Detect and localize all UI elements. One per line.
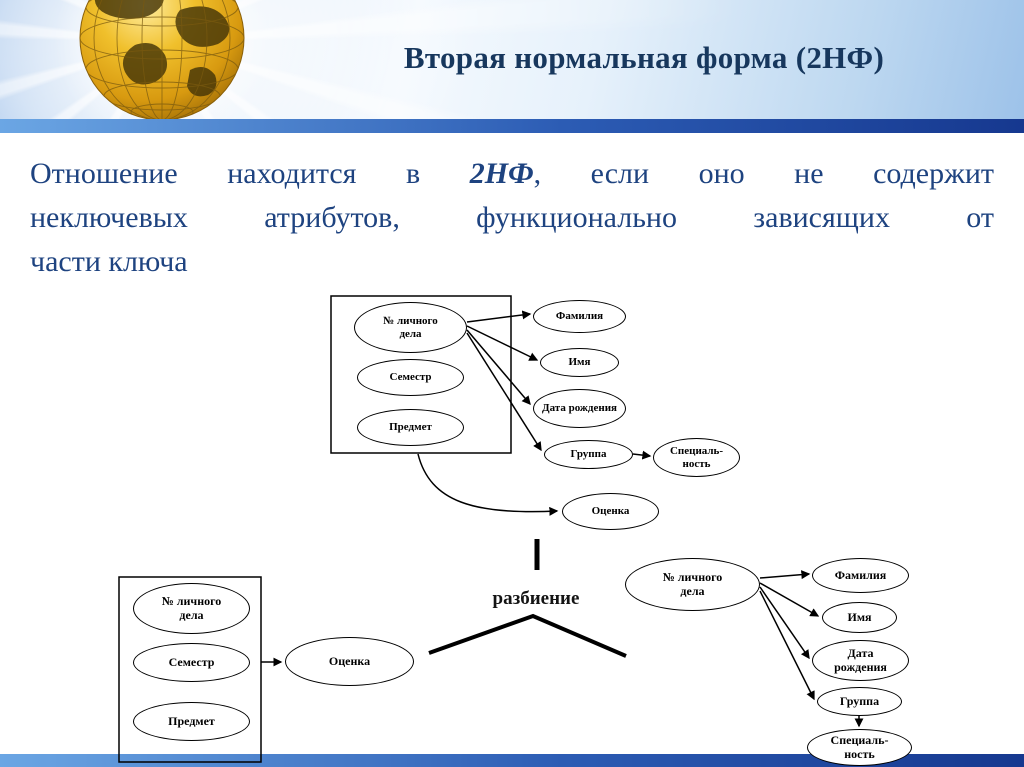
node-right-specialty: Специаль- ность xyxy=(807,729,912,766)
node-original-group: Группа xyxy=(544,440,633,469)
key-attributes-box-original xyxy=(330,295,512,454)
node-right-birthdate: Дата рождения xyxy=(812,640,909,681)
bottom-bar xyxy=(0,754,1024,767)
node-left-semester: Семестр xyxy=(133,643,250,682)
node-right-personal-record-no: № личного дела xyxy=(625,558,760,611)
definition-text-pre: Отношение находится в xyxy=(30,157,421,190)
definition-line-2: неключевых атрибутов, функционально зави… xyxy=(30,200,994,234)
arrow-key-to-group xyxy=(466,332,542,452)
node-original-specialty: Специаль- ность xyxy=(653,438,740,477)
split-chevron xyxy=(428,613,627,658)
arrow-key-to-birthdate xyxy=(466,329,531,406)
node-left-subject: Предмет xyxy=(133,702,250,741)
arrow-key-to-surname xyxy=(466,310,532,323)
slide-title: Вторая нормальная форма (2НФ) xyxy=(403,40,885,75)
definition-paragraph: Отношение находится в 2НФ, если оно не с… xyxy=(30,152,994,283)
arrow-group-to-specialty xyxy=(632,450,652,460)
globe-icon xyxy=(54,0,270,119)
arrow-rightkey-to-surname xyxy=(759,570,811,580)
node-original-birthdate: Дата рождения xyxy=(533,389,626,428)
arrow-keybox-to-grade xyxy=(417,453,559,516)
node-original-grade: Оценка xyxy=(562,493,659,530)
node-original-subject: Предмет xyxy=(357,409,464,446)
key-attributes-box-left-result xyxy=(118,576,262,763)
definition-term-2nf: 2НФ xyxy=(469,157,534,190)
arrow-rightkey-to-name xyxy=(759,582,820,617)
node-left-grade: Оценка xyxy=(285,637,414,686)
definition-line-3: части ключа xyxy=(30,244,188,278)
definition-line-1: Отношение находится в 2НФ, если оно не с… xyxy=(30,152,994,196)
node-original-personal-record-no: № личного дела xyxy=(354,302,467,353)
node-original-semester: Семестр xyxy=(357,359,464,396)
header-divider-bar xyxy=(0,119,1024,133)
arrow-key-to-name xyxy=(466,325,539,361)
split-label: разбиение xyxy=(492,588,580,609)
node-right-surname: Фамилия xyxy=(812,558,909,593)
arrow-rightkey-to-group xyxy=(759,590,815,701)
node-right-group: Группа xyxy=(817,687,902,716)
node-right-name: Имя xyxy=(822,602,897,633)
node-original-surname: Фамилия xyxy=(533,300,626,333)
arrow-rightkey-to-birthdate xyxy=(759,586,810,660)
definition-text-post: , если оно не содержит xyxy=(533,157,995,190)
node-left-personal-record-no: № личного дела xyxy=(133,583,250,634)
node-original-name: Имя xyxy=(540,348,619,377)
slide-header: Вторая нормальная форма (2НФ) xyxy=(0,0,1024,119)
